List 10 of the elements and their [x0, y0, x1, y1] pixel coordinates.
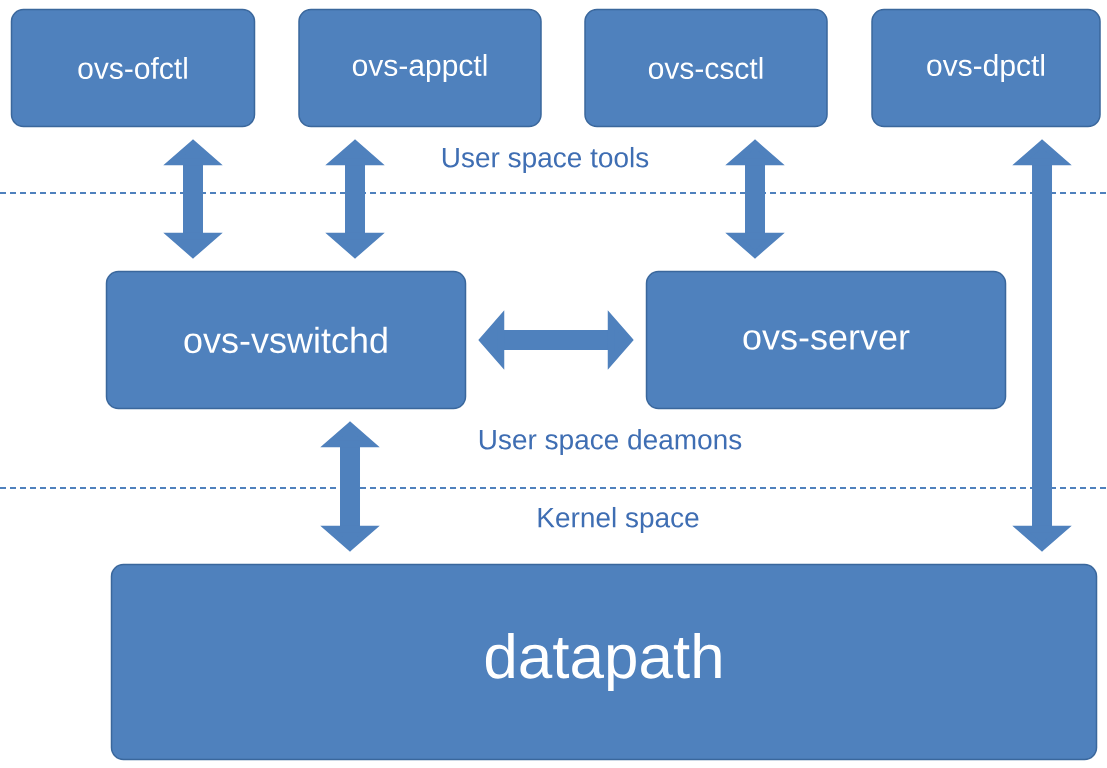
process-box: ovs-server	[645, 270, 1007, 410]
layer-label: User space tools	[442, 146, 649, 174]
process-box: ovs-dpctl	[871, 8, 1101, 128]
layer-label: Kernel space	[538, 506, 699, 534]
process-box: ovs-csctl	[584, 8, 828, 128]
layer-label: User space deamons	[479, 428, 742, 456]
process-box: ovs-ofctl	[10, 8, 256, 128]
process-box: ovs-appctl	[298, 8, 542, 128]
process-box: ovs-vswitchd	[105, 270, 467, 410]
process-box: datapath	[110, 563, 1098, 761]
